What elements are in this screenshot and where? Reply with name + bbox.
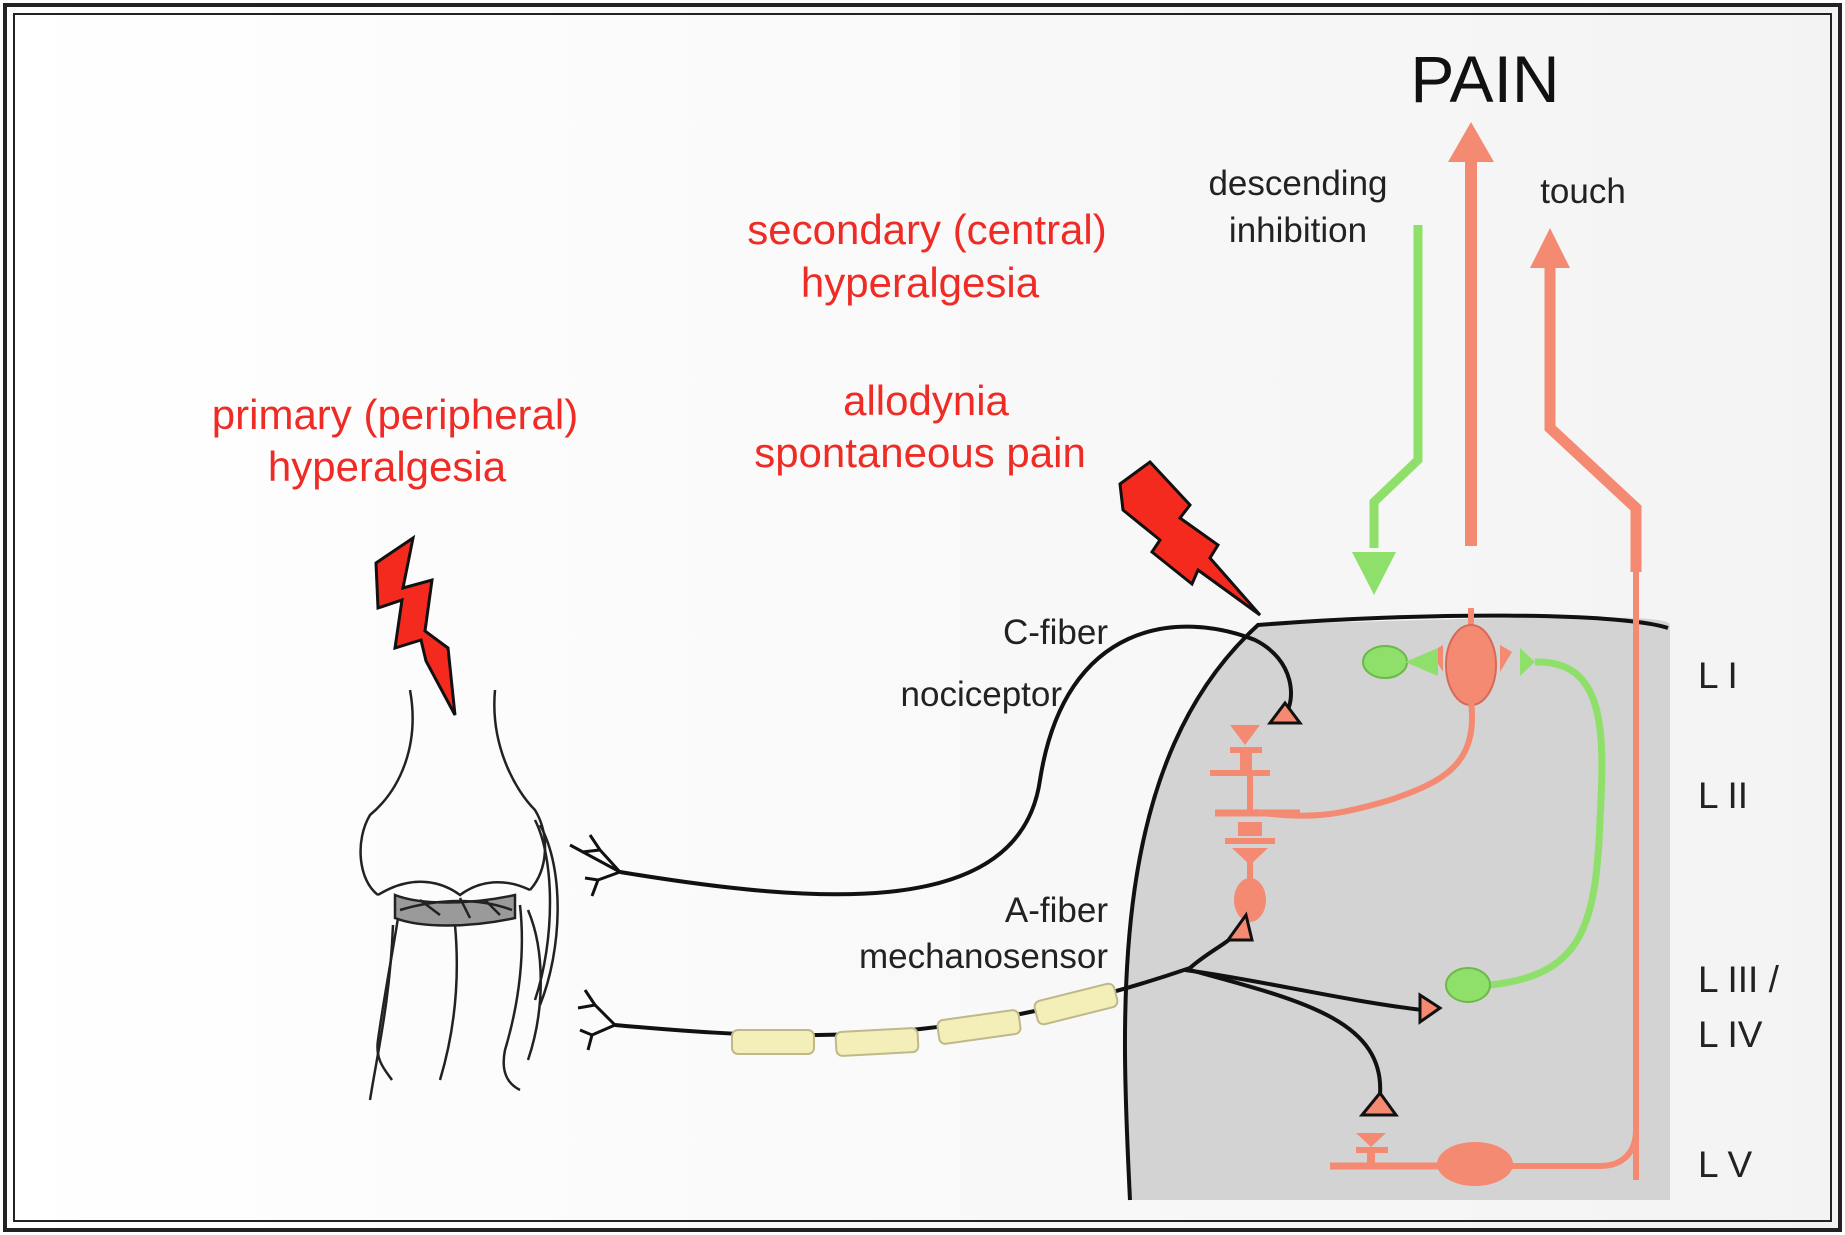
nociceptor-label: nociceptor (901, 675, 1063, 714)
touch-label: touch (1540, 172, 1626, 211)
secondary-hyperalgesia-line1: secondary (central) (747, 206, 1106, 253)
spontaneous-pain-label: spontaneous pain (754, 429, 1086, 476)
primary-hyperalgesia-line2: hyperalgesia (268, 443, 507, 490)
allodynia-label: allodynia (843, 377, 1009, 424)
layer-label-3: L III / (1698, 959, 1780, 1000)
layer-label-4: L IV (1698, 1014, 1763, 1055)
layer-label-1: L I (1698, 655, 1738, 696)
mechanosensor-label: mechanosensor (859, 937, 1108, 976)
descending-label-line2: inhibition (1229, 211, 1367, 250)
a-fiber-label: A-fiber (1005, 891, 1108, 930)
primary-hyperalgesia-line1: primary (peripheral) (212, 391, 578, 438)
layer-label-2: L II (1698, 775, 1748, 816)
c-fiber-label: C-fiber (1003, 613, 1108, 652)
layer-label-5: L V (1698, 1144, 1752, 1185)
descending-label-line1: descending (1208, 164, 1387, 203)
secondary-hyperalgesia-line2: hyperalgesia (801, 259, 1040, 306)
pain-title: PAIN (1410, 42, 1559, 116)
